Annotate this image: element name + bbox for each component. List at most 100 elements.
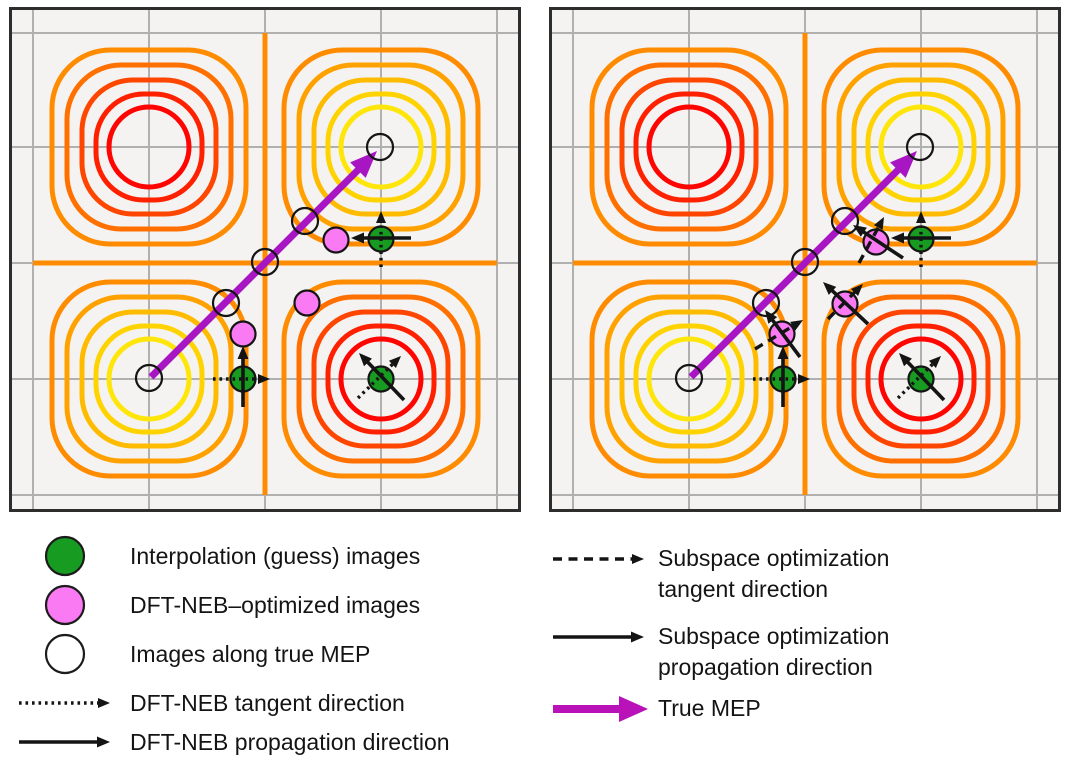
contour-ring-max — [338, 336, 424, 422]
dotted-arrow-swatch — [0, 690, 130, 716]
contour-ring-max — [589, 47, 789, 247]
contour-ring-max — [296, 294, 466, 464]
legend-item-neb-tangent: DFT-NEB tangent direction — [0, 681, 405, 725]
solid-arrow-swatch-svg — [19, 736, 110, 748]
true-mep-image-marker — [290, 206, 320, 236]
optimized-image-marker — [293, 289, 321, 317]
contour-ring-max — [281, 279, 481, 479]
subspace-tangent-arrow-head — [790, 320, 803, 331]
solid-arrow-swatch — [0, 729, 130, 755]
dashed-arrow-swatch — [551, 543, 658, 574]
panel-frame — [9, 7, 521, 512]
contour-ring-max — [325, 323, 437, 435]
true-mep-arrow-head — [890, 151, 917, 178]
propagation-arrow — [770, 317, 802, 359]
subspace-contour-panel-svg — [549, 7, 1061, 512]
neb-tangent-arrow-head — [928, 356, 941, 368]
contour-ring-min — [79, 309, 219, 449]
neb-tangent-arrow-head — [376, 211, 386, 223]
guess-image-swatch — [0, 534, 130, 578]
contour-ring-min — [646, 336, 732, 422]
contour-ring-max — [878, 336, 964, 422]
true-mep-arrow-head — [350, 151, 377, 178]
legend-label: True MEP — [658, 695, 761, 721]
contour-ring-max — [619, 77, 759, 217]
guess-image-marker — [367, 365, 395, 393]
legend-label: Subspace optimization propagation direct… — [658, 623, 890, 680]
legend-item-guess-images: Interpolation (guess) images — [0, 534, 420, 578]
contour-ring-max — [311, 309, 451, 449]
solid-legend-arrow-head — [631, 631, 644, 642]
contour-ring-min — [338, 104, 424, 190]
subspace-tangent-arrow — [826, 289, 858, 321]
mep-arrow-swatch — [551, 693, 658, 724]
subspace-tangent-arrow-head — [873, 217, 884, 230]
contour-ring-min — [325, 91, 437, 203]
contour-ring-max — [64, 62, 234, 232]
contour-ring-min — [619, 309, 759, 449]
legend-label: DFT-NEB–optimized images — [130, 592, 421, 618]
neb-tangent-arrow — [896, 361, 936, 400]
propagation-arrow — [365, 359, 406, 402]
contour-ring-max — [633, 91, 745, 203]
legend-label: Subspace optimization tangent direction — [658, 545, 890, 602]
propagation-arrow-head — [777, 346, 789, 359]
propagation-arrow-head — [765, 310, 778, 324]
legend-item-subspace-tangent: Subspace optimization tangent direction — [551, 543, 889, 605]
optimized-image-marker — [229, 320, 257, 348]
true-mep-image-marker — [365, 132, 395, 162]
contour-ring-max — [821, 279, 1021, 479]
legend-item-true-mep: True MEP — [551, 693, 761, 724]
propagation-arrow-head — [237, 346, 249, 359]
propagation-arrow-head — [359, 353, 372, 367]
panel-frame — [549, 7, 1061, 512]
contour-ring-max — [106, 104, 192, 190]
contour-ring-max — [79, 77, 219, 217]
dotted-arrow-swatch-svg — [19, 698, 110, 708]
true-mep-image-marker — [905, 132, 935, 162]
dft-neb-contour-panel — [9, 7, 521, 512]
subspace-tangent-arrow-head — [850, 284, 863, 297]
legend-label: DFT-NEB tangent direction — [130, 690, 405, 716]
dashed-legend-arrow-head — [632, 553, 644, 564]
legend-label: Interpolation (guess) images — [130, 543, 421, 569]
contour-ring-min — [865, 91, 977, 203]
contour-ring-max — [851, 309, 991, 449]
propagation-arrow-head — [853, 225, 867, 237]
pink-circle-swatch-svg — [44, 584, 86, 626]
legend-label: Images along true MEP — [130, 641, 371, 667]
contour-ring-min — [878, 104, 964, 190]
subspace-tangent-arrow — [754, 323, 796, 351]
contour-ring-max — [646, 104, 732, 190]
white-circle-swatch-svg — [44, 633, 86, 675]
green-circle-swatch-svg — [44, 535, 86, 577]
solid-arrow-swatch — [551, 621, 658, 652]
neb-tangent-arrow — [356, 361, 396, 400]
neb-tangent-arrow-head — [258, 374, 270, 384]
optimized-image-marker — [322, 226, 350, 254]
contour-ring-max — [865, 323, 977, 435]
neb-tangent-arrow-head — [388, 356, 401, 368]
legend-label: DFT-NEB propagation direction — [130, 729, 450, 755]
contour-ring-max — [836, 294, 1006, 464]
true-mep-image-marker — [134, 363, 164, 393]
legend-item-optimized-images: DFT-NEB–optimized images — [0, 583, 420, 627]
neb-tangent-arrow-head — [916, 211, 926, 223]
subspace-tangent-arrow — [857, 224, 881, 264]
legend-item-neb-propagation: DFT-NEB propagation direction — [0, 720, 450, 764]
propagation-arrow — [829, 288, 870, 326]
true-mep-image-marker — [790, 247, 820, 277]
solid-legend-arrow-head — [97, 736, 110, 748]
optimized-image-swatch — [0, 583, 130, 627]
true-mep-image-marker — [751, 288, 781, 318]
mep-arrow-swatch-svg — [553, 695, 648, 722]
dotted-legend-arrow-head — [98, 698, 110, 708]
pink-legend-circle — [44, 584, 86, 626]
propagation-arrow-head — [891, 232, 904, 244]
guess-image-marker — [907, 365, 935, 393]
contour-ring-max — [49, 47, 249, 247]
dft-neb-contour-panel-svg — [9, 7, 521, 512]
subspace-contour-panel — [549, 7, 1061, 512]
solid-arrow-swatch-svg — [553, 631, 644, 642]
